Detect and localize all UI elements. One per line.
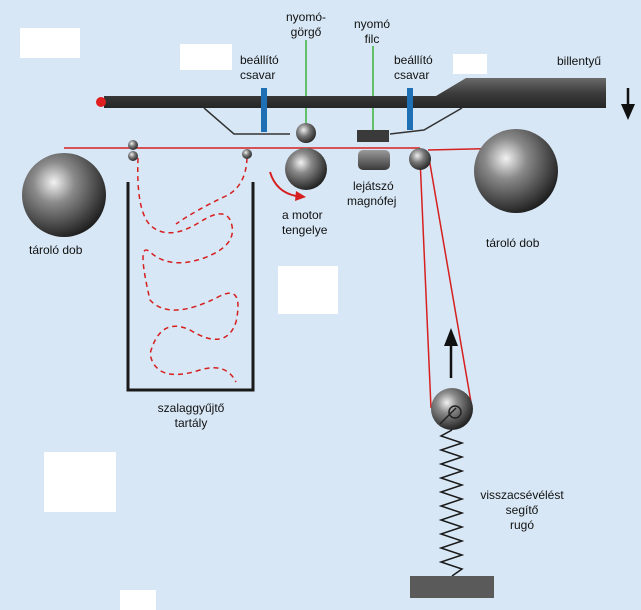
motor-rotation-arrow [269, 171, 297, 197]
collector-bin [126, 182, 255, 392]
tension-roller-axle [448, 405, 462, 419]
pressure-felt [357, 130, 389, 142]
tape-down-left [419, 157, 432, 409]
storage-drum-right [474, 129, 558, 213]
label-motor-line2: tengelye [282, 223, 328, 237]
tape-down-right [428, 157, 473, 409]
lever-bracket [203, 107, 290, 135]
up-arrow-head [444, 328, 458, 346]
guide-roller-1 [128, 140, 138, 150]
label-nyomo-gorgo: nyomó- görgő [278, 10, 334, 40]
white-patch [180, 44, 232, 70]
label-beallito-right-line1: beállító [394, 53, 433, 67]
label-lejatszo-line2: magnófej [347, 194, 397, 208]
playback-head [358, 150, 390, 170]
guide-roller-3 [242, 149, 252, 159]
motor-rotation-arrowhead [295, 191, 306, 201]
label-rugo-line2: segítő [505, 503, 539, 517]
label-beallito-right-line2: csavar [394, 68, 430, 82]
white-patch [20, 28, 80, 58]
guide-roller-2 [128, 151, 138, 161]
white-patch [453, 54, 487, 74]
label-tarolo-right: tároló dob [486, 236, 540, 250]
label-rugo-line1: visszacsévélést [480, 488, 564, 502]
label-beallito-left-line1: beállító [240, 53, 279, 67]
label-lejatszo: lejátszó magnófej [347, 179, 396, 209]
white-patch [278, 266, 338, 314]
spring-base [410, 576, 494, 598]
label-nyomo-filc-line1: nyomó [353, 17, 391, 31]
tape-loops [137, 157, 239, 383]
motor-shaft [285, 148, 327, 190]
pressure-roller [296, 123, 316, 143]
lever [104, 78, 606, 108]
label-szalaggyujto-line2: tartály [174, 416, 208, 430]
lever-bracket-right [389, 107, 463, 135]
label-billentyu: billentyű [557, 54, 602, 68]
down-arrow-head [621, 104, 635, 120]
tension-roller-arm [439, 407, 457, 425]
label-tarolo-left: tároló dob [29, 243, 83, 257]
label-nyomo-filc: nyomó filc [346, 17, 398, 47]
label-motor-line1: a motor [282, 208, 323, 222]
tape-into-bin [175, 157, 248, 225]
label-rugo: visszacsévélést segítő rugó [470, 488, 574, 533]
label-beallito-left: beállító csavar [240, 53, 279, 83]
label-szalaggyujto-line1: szalaggyűjtő [157, 401, 225, 415]
lever-pivot [96, 97, 106, 107]
white-patch [120, 590, 156, 610]
tension-roller [431, 388, 473, 430]
return-spring [438, 429, 465, 577]
guide-roller-right [409, 148, 431, 170]
label-beallito-left-line2: csavar [240, 68, 276, 82]
label-beallito-right: beállító csavar [394, 53, 433, 83]
label-szalaggyujto: szalaggyűjtő tartály [146, 401, 236, 431]
label-nyomo-filc-line2: filc [364, 32, 380, 46]
label-lejatszo-line1: lejátszó [353, 179, 394, 193]
label-nyomo-gorgo-line2: görgő [290, 25, 322, 39]
white-patch [44, 452, 116, 512]
adjust-screw-right [407, 88, 413, 130]
adjust-screw-left [261, 88, 267, 132]
label-rugo-line3: rugó [509, 518, 535, 532]
storage-drum-left [22, 153, 106, 237]
label-motor: a motor tengelye [282, 208, 327, 238]
label-nyomo-gorgo-line1: nyomó- [285, 10, 326, 24]
